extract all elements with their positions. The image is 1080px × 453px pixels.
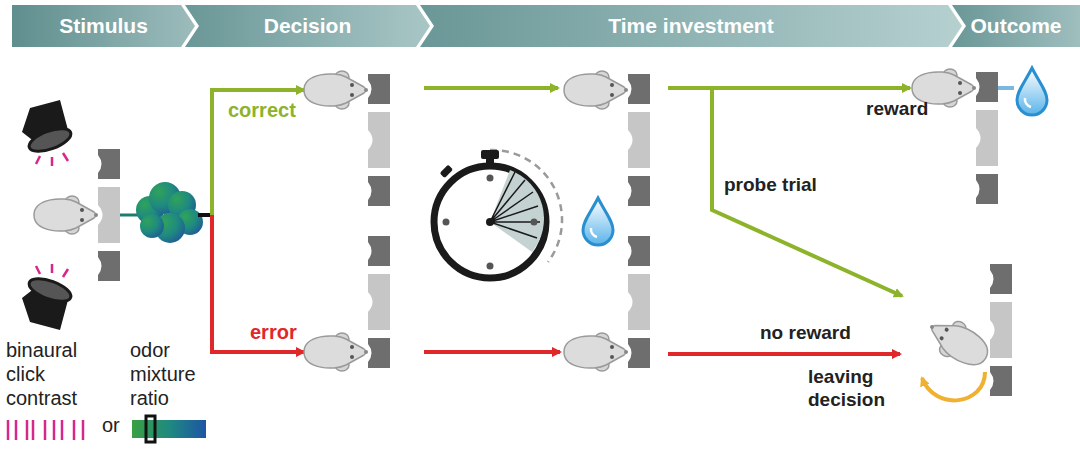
stopwatch [434,150,562,278]
stage-title: Time investment [608,14,773,38]
odor-bar [132,416,206,442]
water-drop [1017,68,1047,115]
mouse-turning [921,310,995,375]
action-label: leaving decision [808,366,910,412]
mouse [564,333,628,371]
error-arrow [212,215,304,352]
ports [368,74,390,206]
branch-label: probe trial [724,174,817,197]
correct-arrow [212,90,304,215]
stage-title: Stimulus [59,14,148,38]
stage-band: Outcome [952,5,1080,47]
ports [368,236,390,368]
outcome-label: no reward [760,322,851,345]
stage-band: Stimulus [12,5,195,47]
water-drop [583,198,613,245]
stage-band: Decision [185,5,430,47]
branch-label: error [250,320,297,344]
mouse [304,333,368,371]
odor-cloud [136,182,203,243]
ports [990,264,1012,396]
branch-label: correct [228,98,296,122]
ports [976,72,998,204]
conjunction: or [102,413,120,437]
mouse [34,196,98,234]
stimulus-label: odor mixture ratio [130,338,215,410]
mouse [304,71,368,109]
click-train [8,420,83,440]
stage-title: Decision [264,14,352,38]
speaker-bottom [22,264,74,330]
mouse [564,71,628,109]
probe-arrow [712,88,902,296]
outcome-label: reward [866,98,928,121]
ports [628,236,650,368]
ports [628,74,650,206]
leaving-arrow [922,372,985,400]
speaker-top [22,100,74,166]
stage-band: Time investment [420,5,962,47]
ports [98,149,120,281]
stage-title: Outcome [970,14,1061,38]
stimulus-label: binaural click contrast [6,338,101,410]
